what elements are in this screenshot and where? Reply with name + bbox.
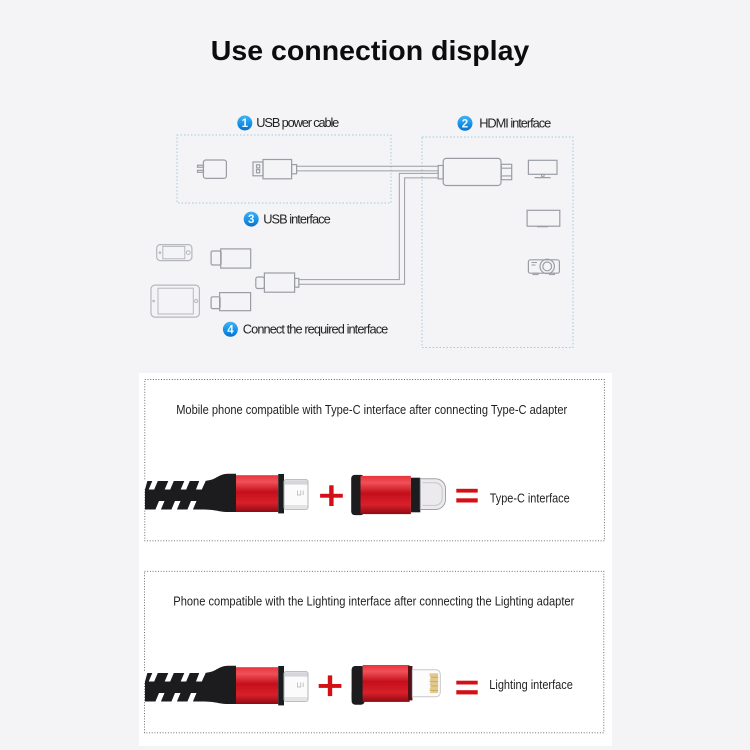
svg-text:Lighting interface: Lighting interface <box>489 677 573 692</box>
svg-text:Connect the required interface: Connect the required interface <box>243 321 388 336</box>
svg-text:2: 2 <box>462 118 468 130</box>
svg-text:4: 4 <box>227 324 234 336</box>
svg-text:Phone compatible with the Ligh: Phone compatible with the Lighting inter… <box>173 594 575 609</box>
svg-text:Mobile phone compatible with T: Mobile phone compatible with Type-C inte… <box>176 402 568 417</box>
svg-text:3: 3 <box>248 214 254 226</box>
svg-text:Use connection display: Use connection display <box>211 35 530 66</box>
svg-text:USB interface: USB interface <box>263 212 331 227</box>
svg-text:HDMI interface: HDMI interface <box>479 116 551 131</box>
svg-text:USB power cable: USB power cable <box>256 115 339 130</box>
svg-text:Type-C interface: Type-C interface <box>490 490 570 505</box>
svg-text:1: 1 <box>242 118 249 130</box>
